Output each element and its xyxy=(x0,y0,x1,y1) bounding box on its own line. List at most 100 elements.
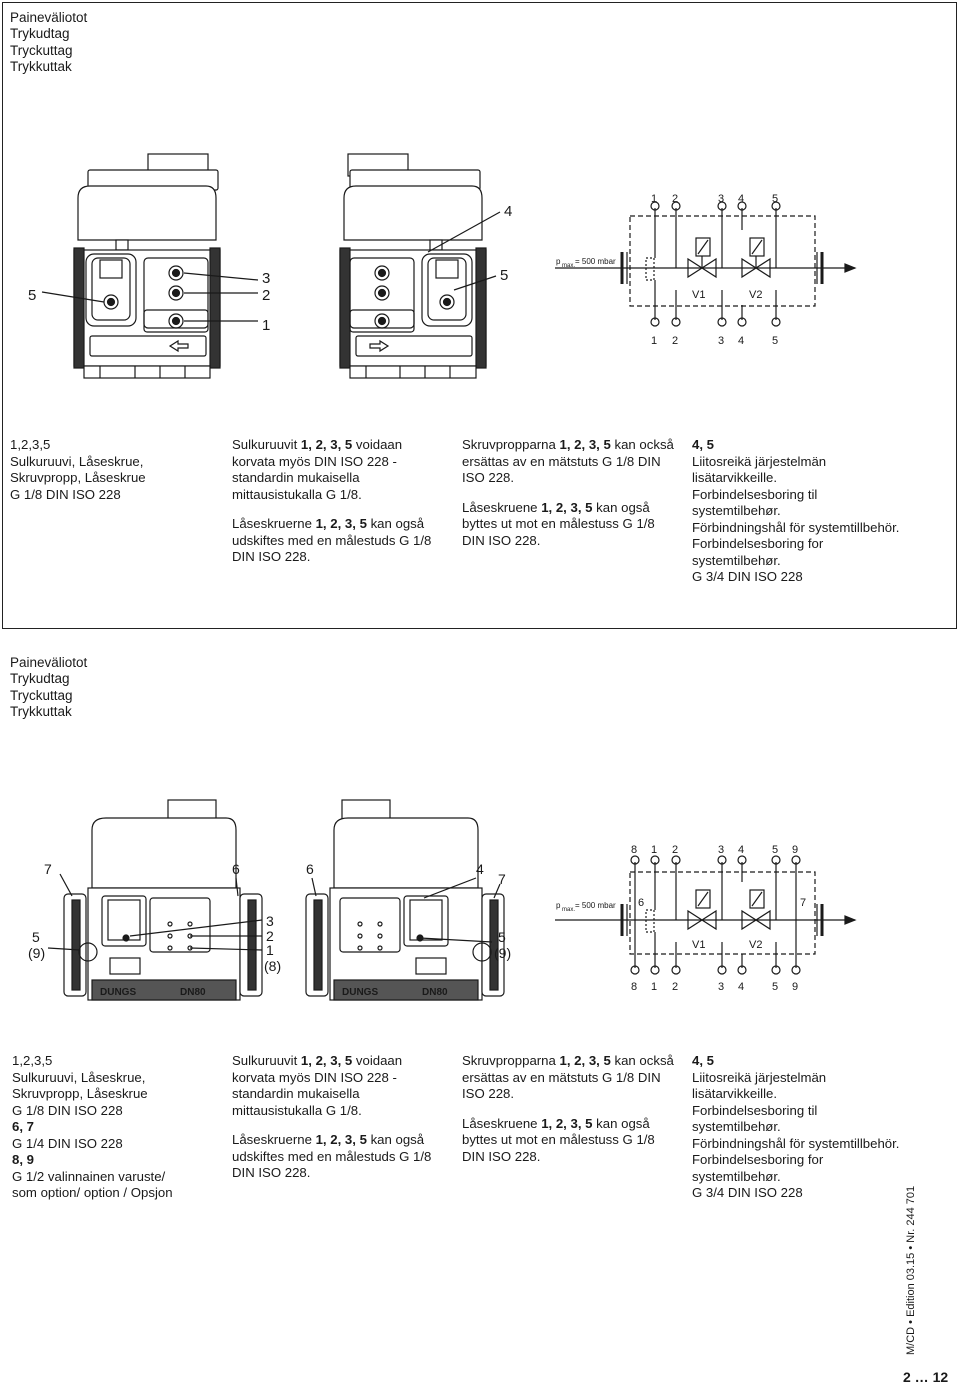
schem1-bottom-3: 3 xyxy=(718,335,724,347)
schem2-side-7: 7 xyxy=(800,897,806,909)
col-line: Liitosreikä järjestelmän lisätarvikkeill… xyxy=(692,1069,827,1102)
col-paragraph: Låseskruene 1, 2, 3, 5 kan også byttes u… xyxy=(462,499,655,548)
callout-left-valve: 5 xyxy=(28,287,36,304)
schem1-top-4: 4 xyxy=(738,193,744,205)
callout-right-top: 4 xyxy=(504,203,512,220)
heading-line: Trykkuttak xyxy=(10,704,72,720)
callout-6-b: 6 xyxy=(306,861,314,877)
schem2-top-3: 3 xyxy=(718,844,724,856)
col-line: Sulkuruuvi, Låseskrue, xyxy=(12,1069,146,1085)
brand-size-left: DN80 xyxy=(180,987,206,998)
valve-body-dn80-left xyxy=(63,799,263,1001)
s1-col-4: 4, 5 Liitosreikä järjestelmän lisätarvik… xyxy=(692,437,902,586)
s1-col-2: Sulkuruuvit 1, 2, 3, 5 voidaan korvata m… xyxy=(232,437,447,566)
brand-size-right: DN80 xyxy=(422,987,448,998)
col-line: Forbindelsesboring for systemtilbehør. xyxy=(692,536,824,568)
col-title: 1,2,3,5 xyxy=(12,1053,53,1068)
s2-col-3: Skruvpropparna 1, 2, 3, 5 kan också ersä… xyxy=(462,1053,677,1165)
col-line: G 1/8 DIN ISO 228 xyxy=(10,486,121,502)
col-paragraph: Sulkuruuvit 1, 2, 3, 5 voidaan korvata m… xyxy=(232,437,403,502)
schem2-top-4: 4 xyxy=(738,844,744,856)
col-line: G 1/4 DIN ISO 228 xyxy=(12,1135,123,1151)
callout-5-left: 5 xyxy=(32,929,40,945)
valve-body-dn80-right xyxy=(305,799,505,1001)
heading-line: Paineväliotot xyxy=(10,10,88,25)
schem1-bottom-4: 4 xyxy=(738,335,744,347)
col-line: Forbindelsesboring til systemtilbehør. xyxy=(692,486,818,519)
schem1-bottom-2: 2 xyxy=(672,335,678,347)
section-2-drawing: 7 6 6 4 7 5 (9) 3 2 1 (8) 5 (9) DUNGS DN… xyxy=(28,799,857,1001)
schem2-top-5: 5 xyxy=(772,844,778,856)
s1-col-3: Skruvpropparna 1, 2, 3, 5 kan också ersä… xyxy=(462,437,677,549)
col-line: G 1/2 valinnainen varuste/ xyxy=(12,1168,166,1184)
col-line: som option/ option / Opsjon xyxy=(12,1185,173,1200)
col-line: Förbindningshål för systemtillbehör. xyxy=(692,1135,900,1151)
col-title: 8, 9 xyxy=(12,1152,34,1167)
s2-col-4: 4, 5 Liitosreikä järjestelmän lisätarvik… xyxy=(692,1053,902,1202)
col-line: Skruvpropp, Låseskrue xyxy=(12,1086,148,1101)
callout-4: 4 xyxy=(476,861,484,877)
schem2-bottom-4: 4 xyxy=(738,981,744,993)
heading-line: Paineväliotot xyxy=(10,655,88,670)
section-1-heading: Paineväliotot Trykudtag Tryckuttag Trykk… xyxy=(10,10,87,76)
schem1-pmax-value: = 500 mbar xyxy=(575,257,616,266)
schem1-v2: V2 xyxy=(749,289,762,301)
schem2-bottom-3: 3 xyxy=(718,981,724,993)
col-line: Förbindningshål för systemtillbehör. xyxy=(692,519,900,535)
schem2-bottom-1: 1 xyxy=(651,981,657,993)
col-paragraph: Låseskruene 1, 2, 3, 5 kan også byttes u… xyxy=(462,1115,655,1164)
schematic-2 xyxy=(555,855,857,975)
callout-mid-low: 1 xyxy=(262,317,270,334)
heading-line: Trykudtag xyxy=(10,671,70,687)
callout-2: 2 xyxy=(266,928,274,944)
schem2-v2: V2 xyxy=(749,939,762,951)
page-number: 2 … 12 xyxy=(903,1369,949,1385)
col-title: 4, 5 xyxy=(692,1053,714,1068)
section-2-heading: Paineväliotot Trykudtag Tryckuttag Trykk… xyxy=(10,655,87,721)
schem1-top-2: 2 xyxy=(672,193,678,205)
col-line: Liitosreikä järjestelmän lisätarvikkeill… xyxy=(692,453,827,486)
col-line: G 3/4 DIN ISO 228 xyxy=(692,569,803,584)
schem2-top-8: 8 xyxy=(631,844,637,856)
col-title: 6, 7 xyxy=(12,1119,34,1134)
col-line: Skruvpropp, Låseskrue xyxy=(10,470,146,485)
schem2-top-2: 2 xyxy=(672,844,678,856)
callout-7-right: 7 xyxy=(498,871,506,887)
schem2-v1: V1 xyxy=(692,939,705,951)
schem1-pmax-label: p xyxy=(556,257,561,266)
col-line: Forbindelsesboring til systemtilbehør. xyxy=(692,1102,818,1135)
heading-line: Trykkuttak xyxy=(10,59,72,75)
schem1-bottom-5: 5 xyxy=(772,335,778,347)
s1-col-1: 1,2,3,5 Sulkuruuvi, Låseskrue, Skruvprop… xyxy=(10,437,215,503)
section-1-drawing: 5 3 2 1 4 5 1 2 3 xyxy=(28,153,857,379)
callout-3: 3 xyxy=(266,913,274,929)
col-line: G 3/4 DIN ISO 228 xyxy=(692,1185,803,1200)
schem1-top-1: 1 xyxy=(651,193,657,205)
schem2-pmax-value: = 500 mbar xyxy=(575,901,616,910)
col-line: Forbindelsesboring for systemtilbehør. xyxy=(692,1152,824,1184)
schem2-bottom-9: 9 xyxy=(792,981,798,993)
section-1-frame xyxy=(2,2,957,629)
callout-mid-mid: 2 xyxy=(262,287,270,304)
col-paragraph: Skruvpropparna 1, 2, 3, 5 kan också ersä… xyxy=(462,1053,674,1101)
s2-col-2: Sulkuruuvit 1, 2, 3, 5 voidaan korvata m… xyxy=(232,1053,447,1182)
document-id: M/CD • Edition 03.15 • Nr. 244 701 xyxy=(905,1185,917,1355)
s2-col-1: 1,2,3,5 Sulkuruuvi, Låseskrue, Skruvprop… xyxy=(12,1053,217,1202)
callout-mid-top: 3 xyxy=(262,270,270,287)
schem2-top-1: 1 xyxy=(651,844,657,856)
brand-dungs-right: DUNGS xyxy=(342,987,378,998)
schem2-pmax-label: p xyxy=(556,901,561,910)
brand-dungs-left: DUNGS xyxy=(100,987,136,998)
callout-7-left: 7 xyxy=(44,861,52,877)
col-paragraph: Låseskruerne 1, 2, 3, 5 kan også udskift… xyxy=(232,516,432,564)
schem1-top-3: 3 xyxy=(718,193,724,205)
schem1-v1: V1 xyxy=(692,289,705,301)
schem2-top-9: 9 xyxy=(792,844,798,856)
schem2-side-6: 6 xyxy=(638,897,644,909)
schematic-1 xyxy=(555,201,857,327)
schem1-top-5: 5 xyxy=(772,193,778,205)
valve-body-right xyxy=(339,153,487,379)
callout-1: 1 xyxy=(266,942,274,958)
schem1-bottom-1: 1 xyxy=(651,335,657,347)
heading-line: Tryckuttag xyxy=(10,42,73,58)
